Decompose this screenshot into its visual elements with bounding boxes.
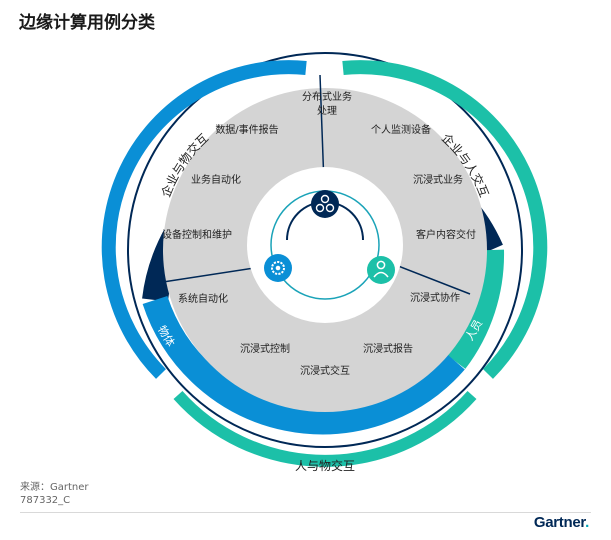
use-case-label: 业务自动化	[191, 173, 241, 186]
band-people-things	[173, 391, 477, 467]
footer-divider	[20, 512, 591, 513]
use-case-label: 沉浸式交互	[300, 364, 350, 377]
segment-people	[444, 249, 505, 369]
use-case-label: 系统自动化	[178, 292, 228, 305]
use-case-label: 设备控制和维护	[162, 228, 232, 241]
figure-id: 787332_C	[20, 495, 71, 506]
outer-label-bottom: 人与物交互	[295, 458, 355, 473]
source-note: 来源：Gartner	[20, 482, 89, 493]
use-case-label: 个人监测设备	[371, 123, 431, 136]
person-icon	[367, 256, 395, 284]
use-case-label: 分布式业务	[302, 90, 352, 103]
page-title: 边缘计算用例分类	[19, 13, 155, 33]
brand-name: Gartner	[533, 514, 586, 531]
hub	[247, 167, 403, 323]
use-case-label: 客户内容交付	[416, 228, 476, 241]
use-case-label: 沉浸式控制	[240, 342, 290, 355]
brand-logo: Gartner.	[533, 514, 589, 531]
use-case-label: 沉浸式报告	[363, 342, 413, 355]
segment-things	[142, 295, 465, 435]
network-nodes-icon	[311, 190, 339, 218]
gear-icon	[264, 254, 292, 282]
segment-label-enterprise: 企业	[311, 53, 333, 67]
use-case-label: 数据/事件报告	[215, 123, 278, 136]
use-case-label: 沉浸式业务	[413, 173, 463, 186]
use-case-label: 处理	[317, 105, 337, 117]
band-enterprise-things	[101, 60, 307, 379]
use-case-label: 沉浸式协作	[410, 291, 460, 304]
outer-ring	[127, 52, 523, 448]
band-enterprise-people	[342, 60, 548, 379]
